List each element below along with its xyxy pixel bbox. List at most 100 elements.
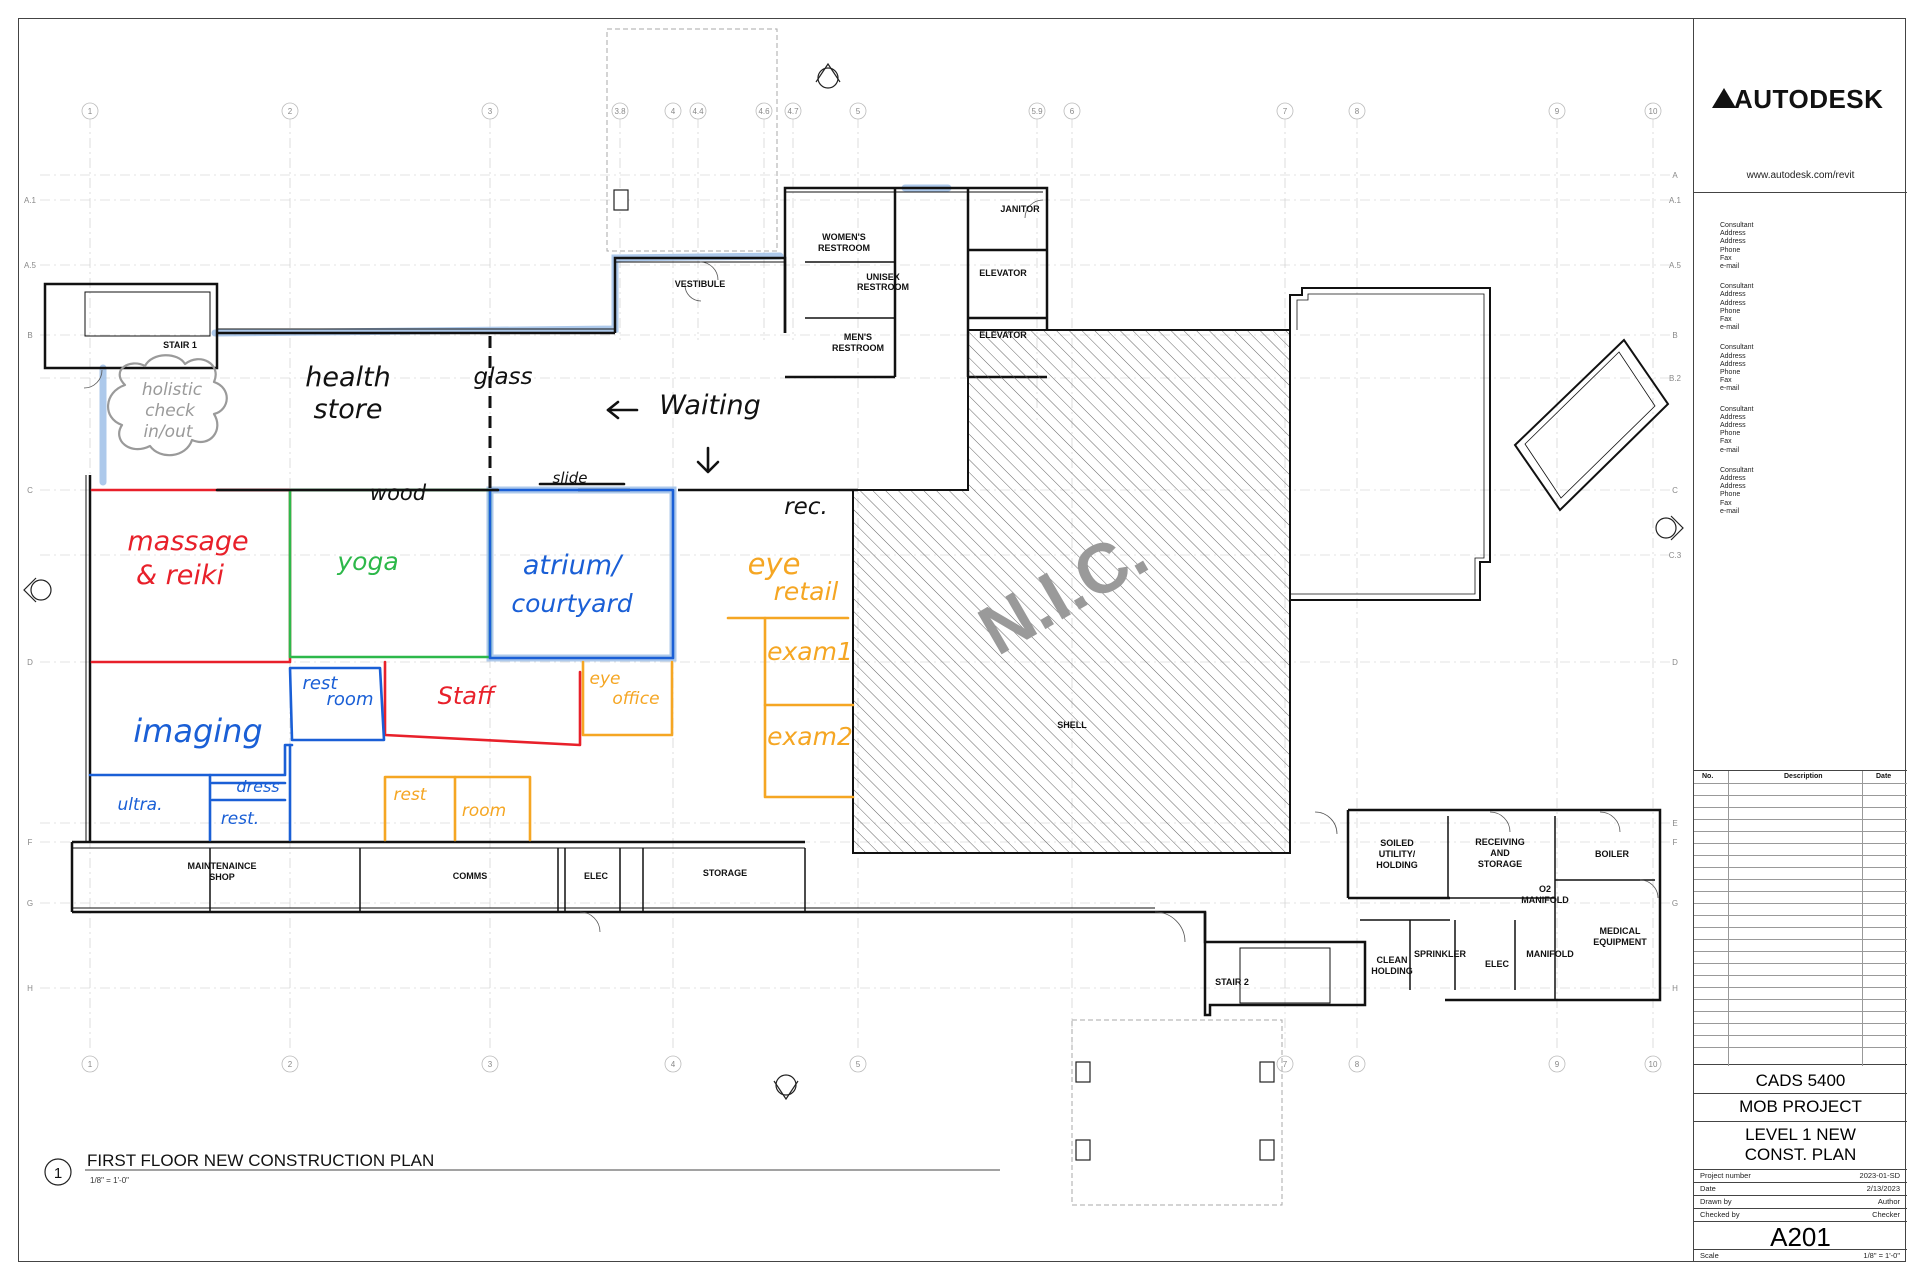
grid-col-label: 2 xyxy=(288,1060,293,1069)
drawn-by-row: Drawn by Author xyxy=(1700,1197,1900,1206)
grid-row-label: C xyxy=(1672,486,1678,495)
fax-line: Fax xyxy=(1720,254,1732,262)
sketch-label: Waiting xyxy=(659,390,761,421)
phone-line: Phone xyxy=(1720,369,1741,377)
divider xyxy=(1694,1249,1907,1250)
revision-row-line xyxy=(1694,795,1907,796)
revision-header-date: Date xyxy=(1876,773,1892,780)
sketch-label: retail xyxy=(774,577,839,606)
grid-col-label: 8 xyxy=(1355,1060,1360,1069)
grid-col-label: 5 xyxy=(856,107,861,116)
room-label: STORAGE xyxy=(703,868,747,878)
room-label: MANIFOLD xyxy=(1521,895,1569,905)
date-row: Date 2/13/2023 xyxy=(1700,1184,1900,1193)
revision-row-line xyxy=(1694,819,1907,820)
sketch-label: rec. xyxy=(784,494,828,520)
room-label: RESTROOM xyxy=(818,243,870,253)
consultant-line: Consultant xyxy=(1720,222,1754,229)
phone-line: Phone xyxy=(1720,307,1741,315)
divider xyxy=(1694,1169,1907,1170)
drawn-by-value: Author xyxy=(1877,1197,1900,1206)
sketch-label: atrium/ xyxy=(523,550,624,581)
grid-col-label: 3 xyxy=(488,107,493,116)
east-wing-walls xyxy=(1289,287,1670,601)
grid-row-label: H xyxy=(27,984,33,993)
sketch-label: eye xyxy=(590,669,621,689)
revision-header-no: No. xyxy=(1702,773,1714,780)
sketch-label: slide xyxy=(553,469,588,487)
revision-row-line xyxy=(1694,831,1907,832)
sketch-label: yoga xyxy=(336,547,398,576)
sketch-label: room xyxy=(462,801,506,821)
grid-row-label: A.5 xyxy=(24,261,37,270)
consultant-block: Consultant Address Address Phone Fax e-m… xyxy=(1720,283,1907,332)
brand-url: www.autodesk.com/revit xyxy=(1746,170,1855,181)
room-label: STAIR 2 xyxy=(1215,977,1249,987)
address-line: Address xyxy=(1720,230,1746,238)
phone-line: Phone xyxy=(1720,246,1741,254)
grid-col-label: 7 xyxy=(1283,1060,1288,1069)
revision-row-line xyxy=(1694,1023,1907,1024)
sketch-label: & reiki xyxy=(136,560,224,591)
room-label: EQUIPMENT xyxy=(1593,937,1647,947)
room-label: AND xyxy=(1490,848,1510,858)
consultant-line: Consultant xyxy=(1720,344,1754,352)
room-label: SOILED xyxy=(1380,838,1414,848)
grid-col-label: 3 xyxy=(488,1060,493,1069)
revision-row-line xyxy=(1694,1047,1907,1048)
revision-row-line xyxy=(1694,867,1907,868)
date-value: 2/13/2023 xyxy=(1866,1184,1900,1193)
divider xyxy=(1694,1121,1907,1122)
sketch-label: health xyxy=(305,362,390,393)
grid-col-label: 2 xyxy=(288,107,293,116)
grid-col-label: 9 xyxy=(1555,107,1560,116)
divider xyxy=(1694,1221,1907,1222)
grid-row-label: D xyxy=(1672,658,1678,667)
room-label: UNISEX xyxy=(866,272,900,282)
sketch-label: room xyxy=(327,689,374,710)
revision-row-line xyxy=(1694,879,1907,880)
revision-row-line xyxy=(1694,891,1907,892)
room-label: SHOP xyxy=(209,872,235,882)
scale-row: Scale 1/8" = 1'-0" xyxy=(1700,1251,1900,1260)
address-line: Address xyxy=(1720,413,1746,421)
grid-col-label: 6 xyxy=(1070,107,1075,116)
sketch-label: rest xyxy=(303,673,339,694)
sketch-label: wood xyxy=(370,481,427,505)
grid-row-label: B xyxy=(1672,331,1677,340)
grid-col-label: 5.9 xyxy=(1031,107,1043,116)
grid-col-label: 7 xyxy=(1283,107,1288,116)
grid-row-label: E xyxy=(1672,819,1677,828)
revision-header-description: Description xyxy=(1784,773,1823,780)
scale-label: Scale xyxy=(1700,1251,1719,1260)
sheet-name-line-1: LEVEL 1 NEW xyxy=(1745,1125,1856,1144)
room-label: WOMEN'S xyxy=(822,232,866,242)
drawing-sheet-border xyxy=(18,18,1906,1262)
consultant-block: Consultant Address Address Phone Fax e-m… xyxy=(1720,467,1907,516)
sketch-label: exam2 xyxy=(767,722,853,751)
sheet-name: LEVEL 1 NEW CONST. PLAN xyxy=(1694,1125,1907,1165)
grid-row-label: A.5 xyxy=(1669,261,1682,270)
grid-col-label: 3.8 xyxy=(614,107,626,116)
fax-line: Fax xyxy=(1720,316,1732,324)
revision-row-line xyxy=(1694,915,1907,916)
fax-line: Fax xyxy=(1720,377,1732,385)
sketch-label: eye xyxy=(748,547,801,581)
grid-col-label: 4 xyxy=(671,1060,676,1069)
grid-col-label: 4.7 xyxy=(787,107,799,116)
revision-row-line xyxy=(1694,903,1907,904)
room-label: RECEIVING xyxy=(1475,837,1525,847)
door-swings xyxy=(83,199,1659,943)
title-block: AUTODESK www.autodesk.com/revit Consulta… xyxy=(1693,18,1907,1262)
sketch-label: rest xyxy=(394,785,428,805)
revision-row-line xyxy=(1694,927,1907,928)
revision-row-line xyxy=(1694,951,1907,952)
address-line: Address xyxy=(1720,422,1746,430)
shell-label: SHELL xyxy=(1057,720,1087,730)
grid-col-label: 10 xyxy=(1649,107,1658,116)
revision-row-line xyxy=(1694,1035,1907,1036)
fax-line: Fax xyxy=(1720,438,1732,446)
consultant-line: Consultant xyxy=(1720,283,1754,291)
room-label: MEN'S xyxy=(844,332,872,342)
